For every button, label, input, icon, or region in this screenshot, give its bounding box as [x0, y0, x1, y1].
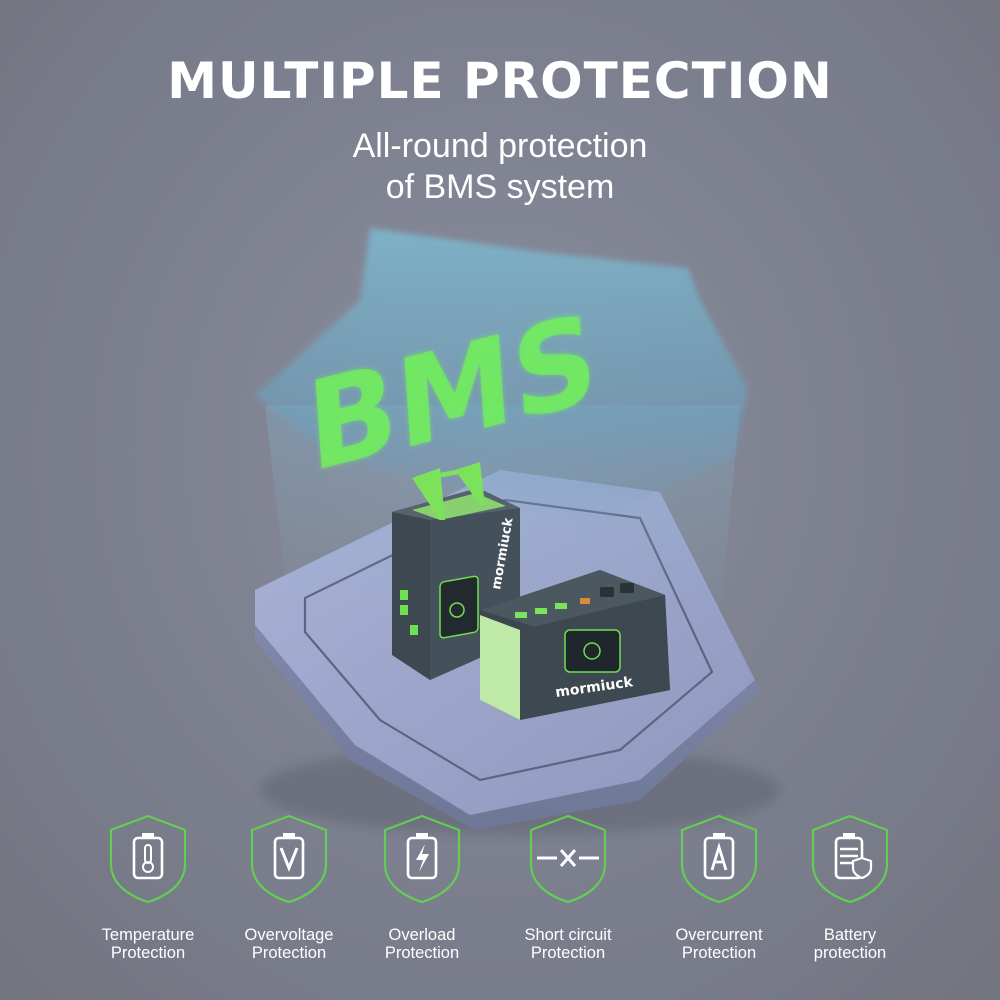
feature-label: Overvoltage Protection [244, 926, 334, 962]
page-subtitle: All-round protection of BMS system [0, 126, 1000, 208]
feature-temperature: Temperature Protection [73, 812, 223, 962]
lightning-battery-icon [383, 814, 461, 904]
feature-battery: Battery protection [775, 812, 925, 962]
feature-label: Overload Protection [384, 926, 460, 962]
ampere-battery-icon [680, 814, 758, 904]
feature-label: Temperature Protection [101, 926, 195, 962]
protection-features: Temperature Protection Overvoltage Prote… [0, 812, 1000, 992]
feature-overvoltage: Overvoltage Protection [214, 812, 364, 962]
feature-overcurrent: Overcurrent Protection [644, 812, 794, 962]
feature-short-circuit: Short circuit Protection [493, 812, 643, 962]
feature-label: Short circuit Protection [524, 926, 612, 962]
voltage-battery-icon [250, 814, 328, 904]
thermometer-battery-icon [109, 814, 187, 904]
power-station-tall: mormiuck [392, 462, 520, 680]
page-title: MULTIPLE PROTECTION [167, 52, 833, 110]
subtitle-line-2: of BMS system [385, 168, 615, 206]
short-circuit-icon [529, 814, 607, 904]
feature-overload: Overload Protection [347, 812, 497, 962]
feature-label: Battery protection [813, 926, 887, 962]
feature-label: Overcurrent Protection [675, 926, 763, 962]
bms-hologram-shield: BMS BMS [255, 228, 748, 520]
shield-battery-icon [811, 814, 889, 904]
power-station-small: mormiuck [480, 570, 670, 720]
subtitle-line-1: All-round protection [352, 127, 648, 165]
